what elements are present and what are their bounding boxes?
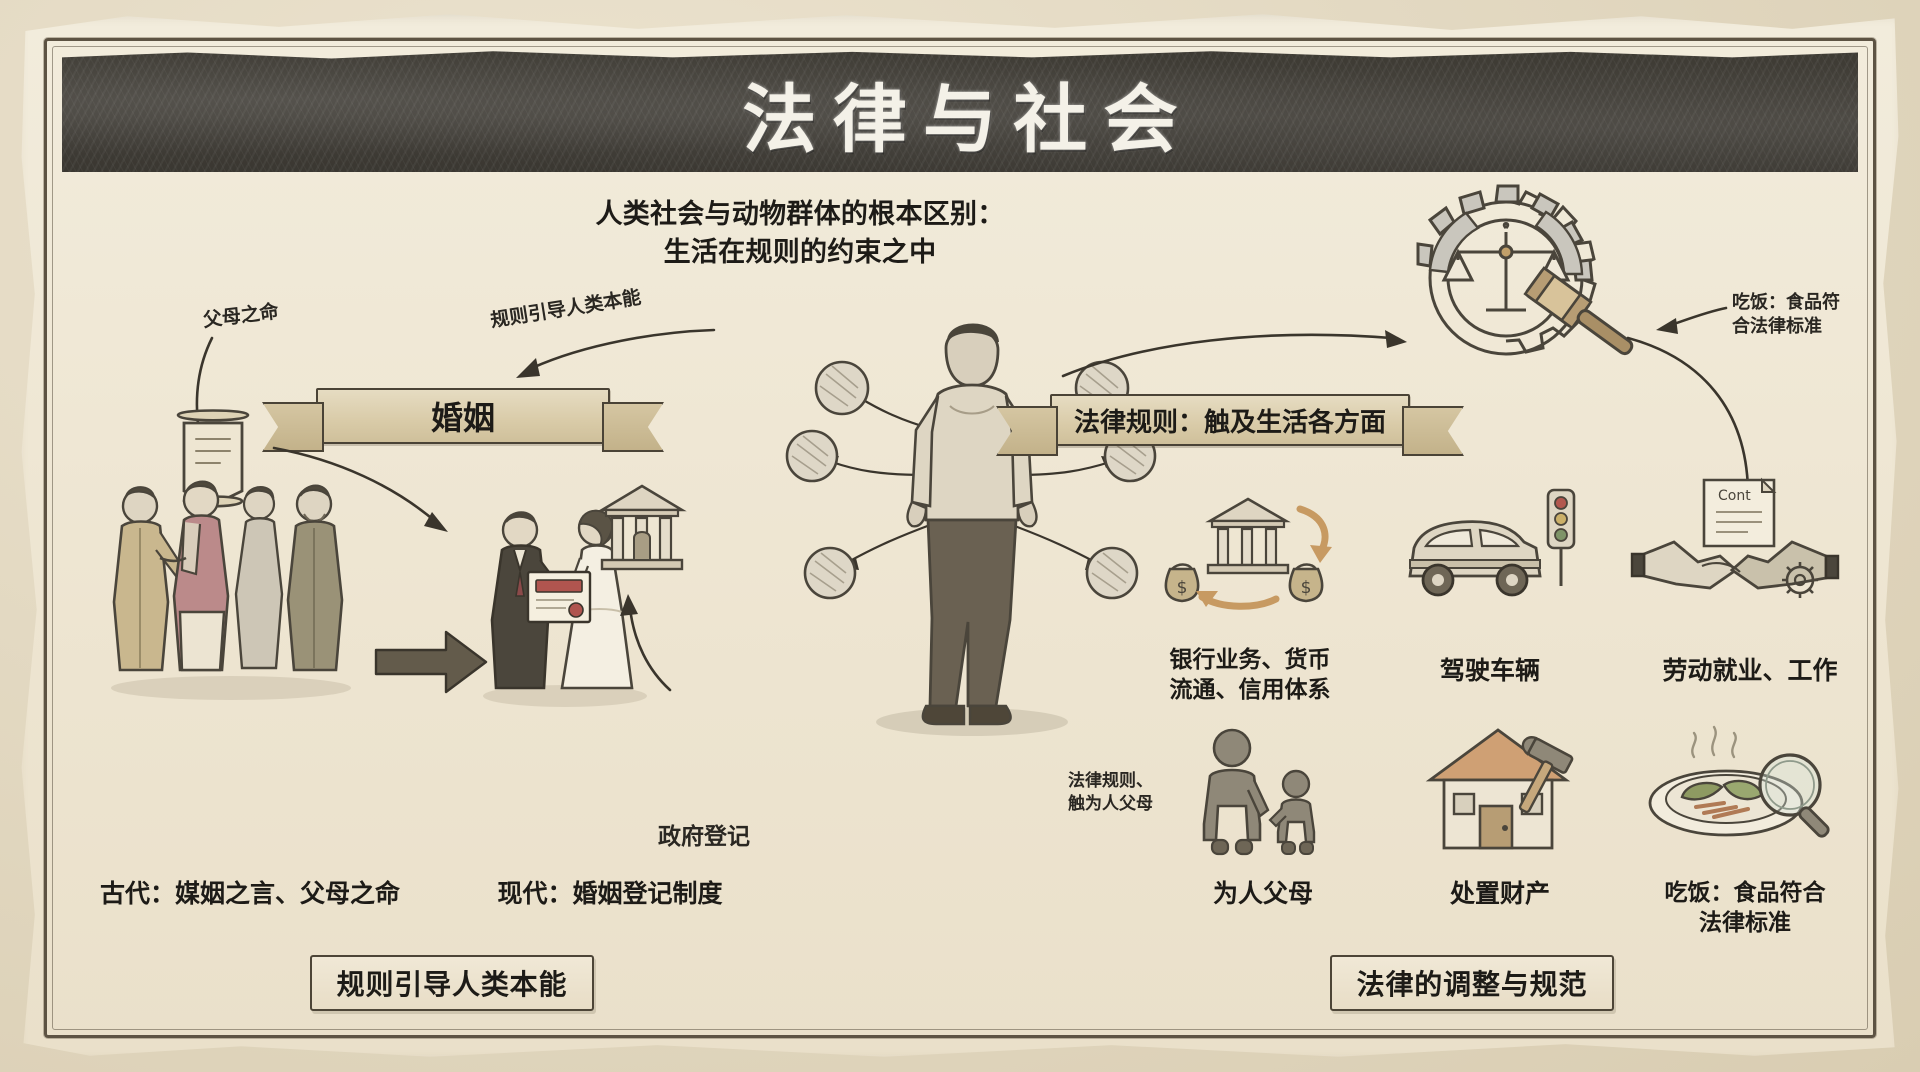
page-title: 法律与社会 (742, 76, 1194, 163)
law-emblem-gear-scales-gavel (1416, 184, 1634, 356)
ancient-matchmaking-figures (111, 480, 351, 700)
food-plate-magnifier-icon (1648, 725, 1830, 838)
caption-property: 处置财产 (1449, 880, 1550, 908)
arrow-headline-to-law (1061, 330, 1407, 378)
arrow-eating-note (1656, 306, 1728, 334)
caption-employment: 劳动就业、工作 (1662, 657, 1838, 685)
arrow-government-registration (620, 594, 672, 692)
parent-child-icon (1202, 728, 1316, 856)
modern-wedding-couple (483, 509, 647, 707)
marriage-banner: 婚姻 (262, 388, 664, 452)
right-bottom-banner: 法律的调整与规范 (1330, 955, 1614, 1011)
chalkboard-banner (62, 51, 1858, 172)
headline-line-2: 生活在规则的约束之中 (663, 237, 937, 268)
arrow-scroll-to-modern (272, 446, 448, 532)
headline: 人类社会与动物群体的根本区别： 生活在规则的约束之中 (560, 195, 1040, 272)
note-eating-food-standard: 吃饭：食品符 合法律标准 (1732, 292, 1840, 337)
caption-modern-marriage: 现代：婚姻登记制度 (497, 880, 723, 908)
marriage-banner-label: 婚姻 (430, 400, 495, 436)
car-traffic-light-icon (1408, 488, 1576, 597)
law-rules-banner-label: 法律规则：触及生活各方面 (1073, 406, 1386, 437)
caption-parenting: 为人父母 (1212, 880, 1313, 908)
note-government-registration: 政府登记 (658, 823, 750, 849)
caption-banking: 银行业务、货币 流通、信用体系 (1169, 646, 1331, 702)
house-hammer-icon (1425, 728, 1574, 850)
government-building-icon (597, 484, 687, 571)
left-bottom-banner: 规则引导人类本能 (310, 955, 594, 1011)
svg-text:$: $ (1177, 578, 1188, 598)
caption-ancient-marriage: 古代：媒姻之言、父母之命 (99, 880, 400, 908)
law-rules-banner: 法律规则：触及生活各方面 (996, 394, 1464, 456)
arrow-ancient-to-modern (374, 630, 488, 694)
caption-eating: 吃饭：食品符合 法律标准 (1664, 879, 1826, 935)
caption-driving: 驾驶车辆 (1439, 657, 1540, 685)
svg-text:Cont: Cont (1718, 488, 1751, 504)
handshake-contract-icon: Cont (1630, 477, 1840, 598)
bank-money-icon: $ $ (1164, 497, 1332, 610)
arrow-headline-to-marriage (516, 328, 716, 378)
note-law-rules-parenting: 法律规则、 触为人父母 (1068, 771, 1153, 813)
svg-text:$: $ (1301, 578, 1312, 598)
headline-line-1: 人类社会与动物群体的根本区别： (595, 199, 1005, 229)
